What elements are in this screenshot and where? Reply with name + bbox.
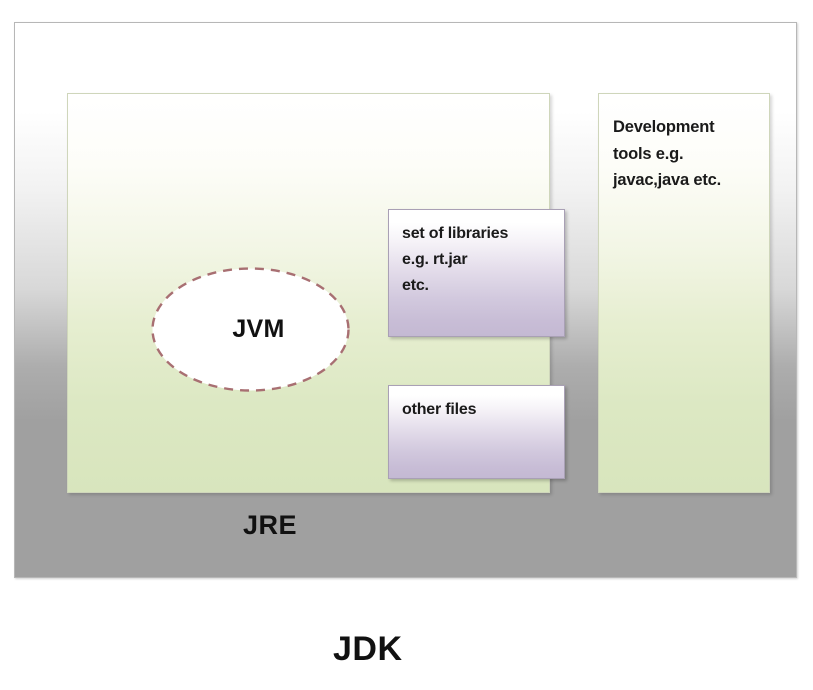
other-files-box: other files	[388, 385, 565, 479]
jvm-ellipse-shape	[151, 267, 350, 392]
jdk-container: JVM set of libraries e.g. rt.jar etc. ot…	[14, 22, 797, 578]
devtools-line-3: javac,java etc.	[613, 171, 722, 190]
jre-panel: JVM set of libraries e.g. rt.jar etc. ot…	[67, 93, 565, 493]
devtools-line-2: tools e.g.	[613, 144, 684, 163]
jvm-ellipse: JVM	[150, 266, 351, 393]
jre-caption: JRE	[243, 510, 298, 540]
libraries-box: set of libraries e.g. rt.jar etc.	[388, 209, 565, 337]
jvm-label: JVM	[232, 315, 285, 343]
jdk-caption: JDK	[333, 630, 403, 668]
other-files-line-1: other files	[402, 401, 477, 418]
libraries-line-1: set of libraries	[402, 225, 509, 242]
development-tools-panel: Development tools e.g. javac,java etc.	[598, 93, 770, 493]
devtools-line-1: Development	[613, 118, 715, 136]
libraries-line-2: e.g. rt.jar	[402, 250, 468, 268]
libraries-line-3: etc.	[402, 276, 429, 294]
